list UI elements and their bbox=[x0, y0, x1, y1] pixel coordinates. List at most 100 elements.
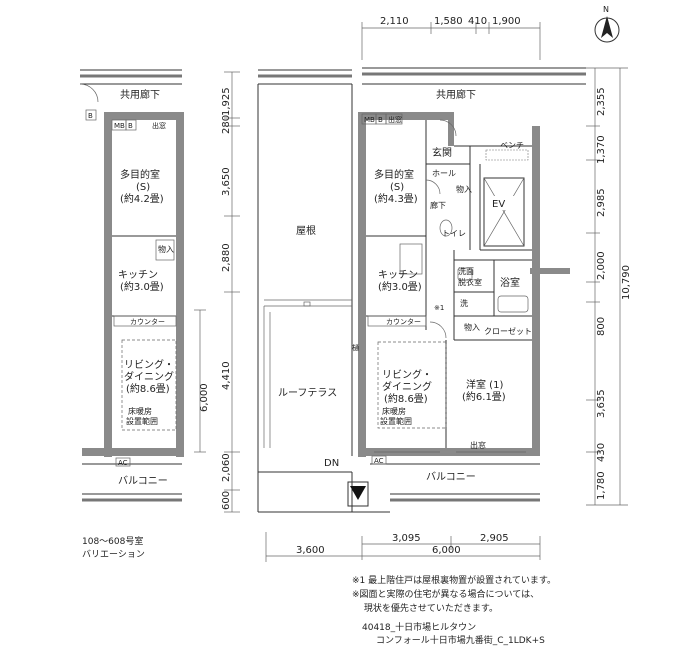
variant-corridor-label: 共用廊下 bbox=[120, 88, 160, 101]
main-entrance: 玄関 bbox=[432, 146, 452, 159]
dim-bottom-4: 6,000 bbox=[432, 545, 461, 556]
note-3: 現状を優先させていただきます。 bbox=[352, 604, 498, 614]
main-ac: AC bbox=[374, 457, 384, 465]
notes: ※1 最上階住戸は屋根裏物置が設置されています。 ※図面と実際の住宅が異なる場合… bbox=[352, 574, 556, 616]
variant-floor-heating-2: 設置範囲 bbox=[126, 416, 158, 426]
variant-caption-1: 108～608号室 bbox=[82, 537, 144, 547]
dn-label: DN bbox=[324, 458, 339, 469]
left-dimensions: 1,925 280 3,650 2,880 4,410 2,060 600 6,… bbox=[194, 71, 240, 513]
dim-top-2: 1,580 bbox=[434, 16, 463, 27]
footer: 40418_十日市場ヒルタウン コンフォール十日市場九番街_C_1LDK+S bbox=[362, 622, 545, 648]
dim-right-total: 10,790 bbox=[621, 265, 632, 300]
note-2: ※図面と実際の住宅が異なる場合については、 bbox=[352, 590, 540, 600]
main-corridor-label: 共用廊下 bbox=[436, 88, 476, 101]
main-b-label: B bbox=[378, 116, 383, 124]
dim-left-2: 280 bbox=[221, 115, 232, 134]
dim-right-7: 430 bbox=[596, 443, 607, 462]
main-multi-room-size: (約4.3畳) bbox=[374, 192, 418, 205]
main-washroom-1: 洗面 bbox=[458, 266, 474, 276]
footer-1: 40418_十日市場ヒルタウン bbox=[362, 623, 477, 633]
dim-left-4: 2,880 bbox=[221, 243, 232, 272]
dim-right-2: 1,370 bbox=[596, 135, 607, 164]
main-multi-room-s: (S) bbox=[390, 182, 404, 193]
variant-multi-room: 多目的室 bbox=[120, 168, 160, 181]
variant-storage: 物入 bbox=[158, 244, 174, 254]
footer-2: コンフォール十日市場九番街_C_1LDK+S bbox=[376, 636, 545, 646]
dim-bottom-2: 2,905 bbox=[480, 533, 509, 544]
variant-floor-heating-1: 床暖房 bbox=[128, 406, 152, 416]
dim-right-1: 2,355 bbox=[596, 87, 607, 116]
main-bath: 浴室 bbox=[500, 276, 520, 289]
dim-top-3: 410 bbox=[468, 16, 487, 27]
bench-label: ベンチ bbox=[500, 141, 524, 150]
main-floor-heating-2: 設置範囲 bbox=[380, 416, 412, 426]
eave-label: 樋 bbox=[352, 343, 359, 352]
roof-terrace-label: ルーフテラス bbox=[278, 387, 337, 399]
main-hall: ホール bbox=[432, 169, 456, 178]
compass-north-label: N bbox=[603, 5, 609, 14]
note-1: ※1 最上階住戸は屋根裏物置が設置されています。 bbox=[352, 576, 556, 586]
variant-living-size: (約8.6畳) bbox=[126, 382, 170, 395]
main-living-size: (約8.6畳) bbox=[384, 392, 428, 405]
main-counter: カウンター bbox=[386, 317, 421, 326]
main-living-1: リビング・ bbox=[382, 368, 432, 381]
variant-b-2: B bbox=[128, 122, 133, 130]
dim-right-5: 800 bbox=[596, 317, 607, 336]
variant-unit-plan: 共用廊下 B MB B 出窓 多目的室 (S) (約4.2畳) 物入 キッチン … bbox=[79, 69, 184, 502]
variant-caption-2: バリエーション bbox=[82, 550, 145, 560]
main-storage-1: 物入 bbox=[456, 184, 472, 194]
main-western-size: (約6.1畳) bbox=[462, 390, 506, 403]
main-balcony: バルコニー bbox=[426, 471, 476, 483]
dim-right-6: 3,635 bbox=[596, 389, 607, 418]
dim-bottom-3: 3,600 bbox=[296, 545, 325, 556]
main-bay-top: 出窓 bbox=[388, 115, 402, 124]
main-floor-heating-1: 床暖房 bbox=[382, 406, 406, 416]
variant-kitchen-size: (約3.0畳) bbox=[120, 280, 164, 293]
variant-ac: AC bbox=[118, 459, 128, 467]
main-closet: クローゼット bbox=[484, 326, 532, 336]
main-mb-label: MB bbox=[364, 116, 375, 124]
main-unit-plan: 共用廊下 MB B 出窓 EV bbox=[257, 67, 586, 513]
north-compass: N bbox=[594, 5, 620, 43]
dim-left-1: 1,925 bbox=[221, 87, 232, 116]
main-living-2: ダイニング bbox=[382, 380, 432, 393]
variant-kitchen: キッチン bbox=[118, 269, 158, 281]
dim-right-8: 1,780 bbox=[596, 471, 607, 500]
dim-left-7: 600 bbox=[221, 491, 232, 510]
roof-label: 屋根 bbox=[296, 224, 316, 237]
main-kitchen-size: (約3.0畳) bbox=[378, 280, 422, 293]
dim-top-1: 2,110 bbox=[380, 16, 409, 27]
dim-bottom-1: 3,095 bbox=[392, 533, 421, 544]
main-bay: 出窓 bbox=[470, 440, 486, 450]
main-hallway: 廊下 bbox=[430, 200, 446, 210]
variant-balcony: バルコニー bbox=[118, 475, 168, 487]
dim-right-3: 2,985 bbox=[596, 188, 607, 217]
variant-living-1: リビング・ bbox=[124, 358, 174, 371]
main-washroom-2: 脱衣室 bbox=[458, 277, 482, 287]
top-dimensions: 2,110 1,580 410 1,900 bbox=[361, 16, 541, 60]
dim-left-3: 3,650 bbox=[221, 167, 232, 196]
dim-top-4: 1,900 bbox=[492, 16, 521, 27]
ev-label: EV bbox=[492, 199, 505, 210]
dim-left-5: 4,410 bbox=[221, 361, 232, 390]
variant-living-2: ダイニング bbox=[124, 370, 174, 383]
bottom-dimensions: 3,095 2,905 3,600 6,000 bbox=[265, 532, 541, 562]
variant-counter: カウンター bbox=[130, 317, 165, 326]
main-kitchen: キッチン bbox=[378, 269, 418, 281]
main-note-mark: ※1 bbox=[434, 304, 444, 312]
right-dimensions: 2,355 1,370 2,985 2,000 800 3,635 430 1,… bbox=[586, 67, 632, 506]
dim-right-4: 2,000 bbox=[596, 251, 607, 280]
variant-bay-top: 出窓 bbox=[152, 121, 166, 130]
main-storage-2: 物入 bbox=[464, 322, 480, 332]
dim-left-6: 2,060 bbox=[221, 453, 232, 482]
main-toilet: トイレ bbox=[442, 229, 466, 238]
variant-mb: MB bbox=[114, 122, 125, 130]
main-western: 洋室 (1) bbox=[466, 378, 503, 391]
main-multi-room: 多目的室 bbox=[374, 168, 414, 181]
variant-b-1: B bbox=[88, 112, 93, 120]
main-wash: 洗 bbox=[460, 298, 468, 308]
dim-left-sub: 6,000 bbox=[199, 383, 210, 412]
variant-multi-room-size: (約4.2畳) bbox=[120, 192, 164, 205]
variant-multi-room-s: (S) bbox=[136, 182, 150, 193]
